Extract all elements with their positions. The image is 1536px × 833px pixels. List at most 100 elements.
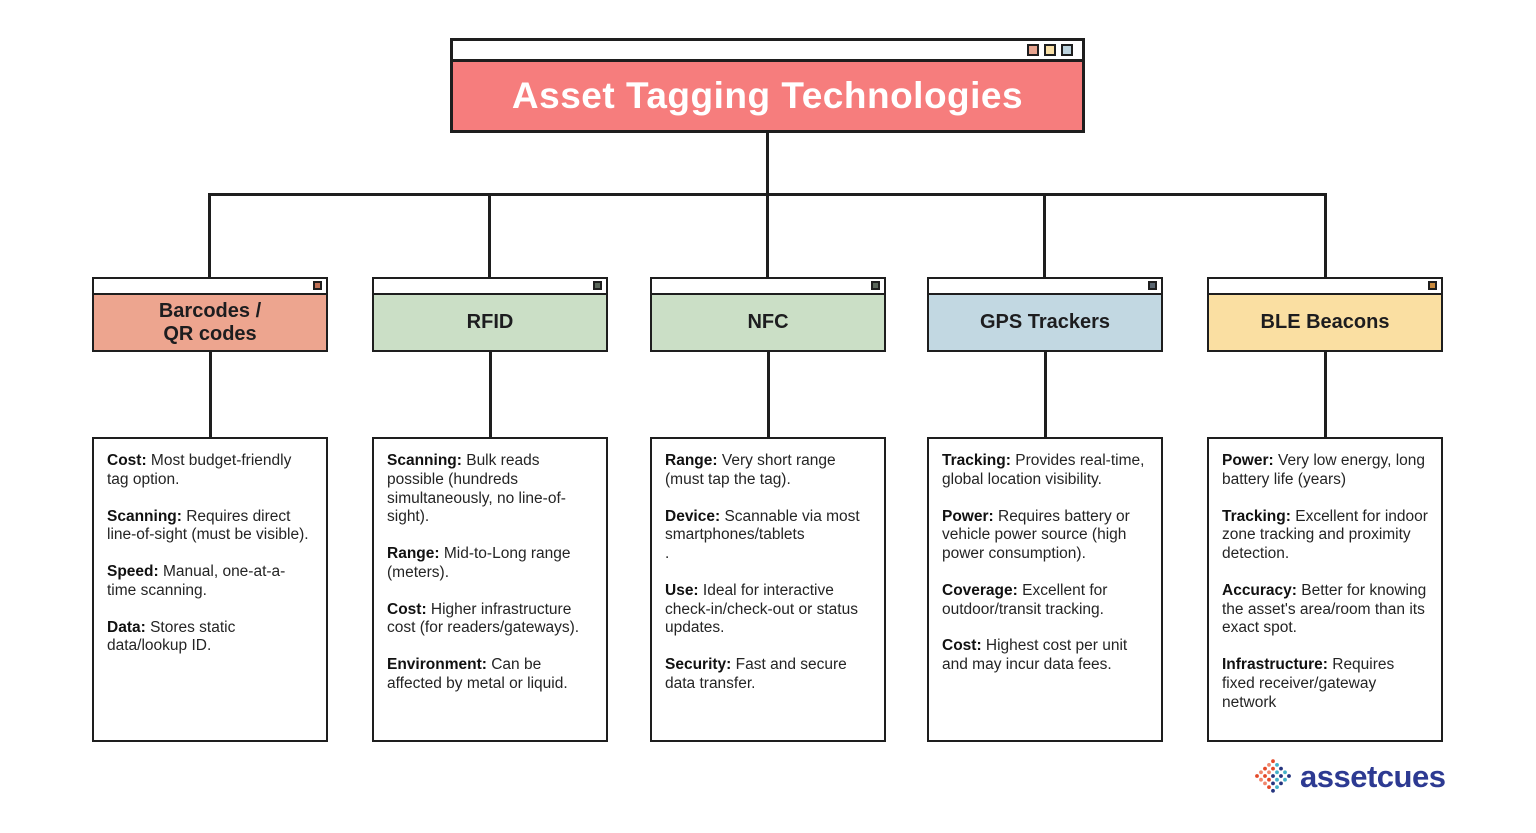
detail-text: Provides real-time, global location visi… — [942, 452, 1145, 488]
assetcues-logo-text: assetcues — [1300, 759, 1446, 794]
connector-card-to-details — [1323, 352, 1327, 437]
tech-card-gps: GPS Trackers — [927, 277, 1163, 352]
detail-text: Stores static data/lookup ID. — [107, 618, 236, 655]
connector-card-to-details — [766, 352, 770, 437]
tech-card-nfc: NFC — [650, 277, 886, 352]
details-box-ble: Power: Very low energy, long battery lif… — [1207, 437, 1443, 742]
connector-card-to-details — [208, 352, 212, 437]
detail-text: Excellent for indoor zone tracking and p… — [1222, 507, 1428, 563]
connector-drop-barcodes — [208, 195, 211, 278]
detail-item: Environment: Can be affected by metal or… — [387, 656, 593, 694]
window-square-icon — [1044, 44, 1056, 56]
details-box-barcodes: Cost: Most budget-friendly tag option. S… — [92, 437, 328, 742]
tech-column-rfid: RFID Scanning: Bulk reads possible (hund… — [372, 277, 608, 742]
detail-item: Accuracy: Better for knowing the asset's… — [1222, 582, 1428, 638]
detail-label: Accuracy: — [1222, 581, 1297, 599]
tech-column-barcodes: Barcodes / QR codes Cost: Most budget-fr… — [92, 277, 328, 742]
detail-text: Ideal for interactive check-in/check-out… — [665, 581, 858, 637]
detail-label: Power: — [1222, 452, 1274, 469]
detail-text: Higher infrastructure cost (for readers/… — [387, 600, 580, 637]
detail-label: Cost: — [387, 600, 427, 618]
connector-trunk — [208, 193, 1327, 196]
card-title: RFID — [374, 295, 606, 350]
connector-drop-nfc — [766, 195, 769, 278]
detail-item: Range: Mid-to-Long range (meters). — [387, 545, 593, 583]
detail-label: Power: — [942, 507, 994, 525]
detail-label: Range: — [387, 545, 440, 562]
window-square-icon — [593, 281, 602, 290]
tech-card-rfid: RFID — [372, 277, 608, 352]
detail-label: Scanning: — [387, 452, 462, 469]
detail-item: Use: Ideal for interactive check-in/chec… — [665, 582, 871, 638]
detail-item: Tracking: Excellent for indoor zone trac… — [1222, 508, 1428, 564]
root-title-window: Asset Tagging Technologies — [450, 38, 1085, 133]
detail-text: Requires fixed receiver/gateway network — [1222, 656, 1395, 711]
card-titlebar — [374, 279, 606, 295]
detail-text: Requires direct line-of-sight (must be v… — [107, 507, 309, 544]
detail-item: Cost: Highest cost per unit and may incu… — [942, 637, 1148, 675]
window-square-icon — [1027, 44, 1039, 56]
card-title: NFC — [652, 295, 884, 350]
detail-label: Environment: — [387, 656, 487, 673]
detail-text: Manual, one-at-a-time scanning. — [107, 563, 286, 599]
details-box-rfid: Scanning: Bulk reads possible (hundreds … — [372, 437, 608, 742]
detail-text: Mid-to-Long range (meters). — [387, 545, 571, 581]
connector-drop-ble — [1324, 195, 1327, 278]
connector-drop-rfid — [488, 195, 491, 278]
window-square-icon — [871, 281, 880, 290]
detail-label: Range: — [665, 452, 718, 469]
detail-item: Range: Very short range (must tap the ta… — [665, 452, 871, 490]
window-square-icon — [313, 281, 322, 290]
tech-column-ble: BLE Beacons Power: Very low energy, long… — [1207, 277, 1443, 742]
detail-item: Power: Very low energy, long battery lif… — [1222, 452, 1428, 490]
window-square-icon — [1428, 281, 1437, 290]
detail-label: Device: — [665, 507, 721, 525]
detail-label: Tracking: — [1222, 507, 1291, 525]
tech-card-barcodes: Barcodes / QR codes — [92, 277, 328, 352]
tech-column-nfc: NFC Range: Very short range (must tap th… — [650, 277, 886, 742]
detail-label: Infrastructure: — [1222, 656, 1328, 673]
connector-card-to-details — [1043, 352, 1047, 437]
detail-item: Scanning: Requires direct line-of-sight … — [107, 508, 313, 546]
detail-text: Better for knowing the asset's area/room… — [1222, 581, 1427, 637]
detail-label: Data: — [107, 618, 146, 636]
card-title: Barcodes / QR codes — [94, 295, 326, 350]
detail-text: Scannable via most smartphones/tablets . — [665, 507, 860, 563]
assetcues-logo: assetcues — [1253, 757, 1446, 797]
connector-root-riser — [766, 131, 769, 195]
connector-card-to-details — [488, 352, 492, 437]
detail-item: Coverage: Excellent for outdoor/transit … — [942, 582, 1148, 620]
detail-text: Requires battery or vehicle power source… — [942, 507, 1130, 563]
root-window-controls — [1027, 44, 1073, 56]
detail-label: Security: — [665, 656, 732, 673]
detail-item: Security: Fast and secure data transfer. — [665, 656, 871, 694]
detail-item: Tracking: Provides real-time, global loc… — [942, 452, 1148, 490]
connector-drop-gps — [1043, 195, 1046, 278]
detail-item: Scanning: Bulk reads possible (hundreds … — [387, 452, 593, 527]
detail-item: Power: Requires battery or vehicle power… — [942, 508, 1148, 564]
detail-text: Fast and secure data transfer. — [665, 656, 847, 692]
detail-text: Very short range (must tap the tag). — [665, 452, 836, 488]
detail-item: Device: Scannable via most smartphones/t… — [665, 508, 871, 564]
detail-item: Cost: Most budget-friendly tag option. — [107, 452, 313, 490]
detail-text: Bulk reads possible (hundreds simultaneo… — [387, 452, 566, 526]
page-title: Asset Tagging Technologies — [453, 62, 1082, 130]
detail-text: Most budget-friendly tag option. — [107, 452, 292, 488]
detail-label: Cost: — [107, 452, 147, 469]
card-titlebar — [1209, 279, 1441, 295]
detail-text: Highest cost per unit and may incur data… — [942, 637, 1128, 673]
window-square-icon — [1148, 281, 1157, 290]
detail-label: Scanning: — [107, 507, 182, 525]
root-window-titlebar — [453, 41, 1082, 62]
card-titlebar — [94, 279, 326, 295]
detail-text: Very low energy, long battery life (year… — [1222, 452, 1426, 488]
window-square-icon — [1061, 44, 1073, 56]
card-titlebar — [929, 279, 1161, 295]
tech-column-gps: GPS Trackers Tracking: Provides real-tim… — [927, 277, 1163, 742]
detail-label: Cost: — [942, 637, 982, 655]
card-title: BLE Beacons — [1209, 295, 1441, 350]
detail-text: Can be affected by metal or liquid. — [387, 656, 568, 692]
detail-label: Use: — [665, 581, 699, 599]
detail-item: Speed: Manual, one-at-a-time scanning. — [107, 563, 313, 601]
